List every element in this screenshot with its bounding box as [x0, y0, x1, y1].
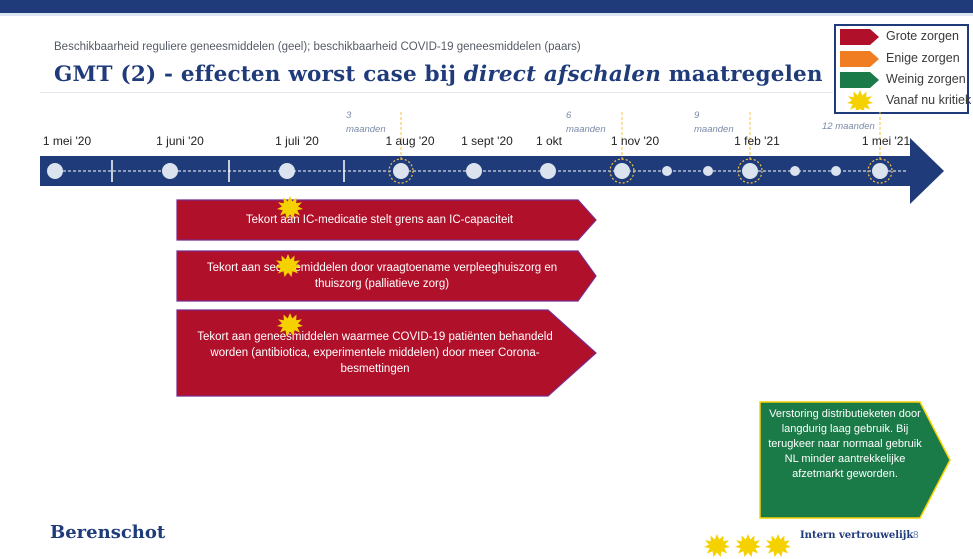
milestone-ring [737, 158, 763, 184]
date-label: 1 nov '20 [611, 134, 660, 148]
milestone-unit: maanden [694, 124, 734, 135]
timeline-node [872, 163, 888, 179]
milestone-number: 12 maanden [822, 121, 875, 132]
top-banner-shadow [0, 13, 973, 16]
top-banner [0, 0, 973, 13]
timeline-node-small [662, 166, 672, 176]
title-emphasis: direct afschalen [463, 62, 662, 87]
timeline-arrow-head [910, 138, 944, 204]
legend: Grote zorgen Enige zorgen Weinig zorgen … [834, 24, 972, 114]
timeline-node [466, 163, 482, 179]
page-number: 8 [913, 530, 919, 541]
star-burst-icon [277, 313, 303, 336]
timeline-node [162, 163, 178, 179]
concern-arrow-distributie [759, 401, 951, 519]
orange-arrow-icon [840, 51, 879, 67]
slide-title: GMT (2) - effecten worst case bij direct… [54, 62, 823, 87]
date-label: 1 okt [536, 134, 563, 148]
milestone-number: 9 [694, 110, 700, 121]
date-label: 1 mei '20 [43, 134, 92, 148]
concern-arrow-ic-medicatie [176, 199, 597, 241]
timeline-node-small [703, 166, 713, 176]
timeline-node [393, 163, 409, 179]
timeline-node-small [790, 166, 800, 176]
star-burst-icon [735, 534, 761, 557]
date-label: 1 juli '20 [275, 134, 319, 148]
timeline-node [47, 163, 63, 179]
berenschot-logo: Berenschot [50, 522, 166, 543]
date-label: 1 juni '20 [156, 134, 204, 148]
milestone-number: 3 [346, 110, 352, 121]
milestone-ring [388, 158, 414, 184]
divider [40, 92, 833, 93]
star-burst-icon [765, 534, 791, 557]
concern-text: Verstoring distributieketen door langdur… [768, 408, 922, 480]
star-burst-icon [704, 534, 730, 557]
legend-item-vanaf-nu-kritiek: Vanaf nu kritiek [840, 90, 972, 110]
timeline-node [614, 163, 630, 179]
star-burst-icon [847, 90, 873, 110]
timeline-node-small [831, 166, 841, 176]
concern-text: Tekort aan sedatiemiddelen door vraagtoe… [206, 262, 558, 290]
confidentiality-label: Intern vertrouwelijk [800, 530, 914, 541]
title-part-1: GMT (2) - effecten worst case bij [54, 62, 464, 87]
legend-label: Enige zorgen [886, 51, 960, 65]
title-part-2: maatregelen [661, 62, 823, 87]
timeline-node [742, 163, 758, 179]
milestone-unit: maanden [566, 124, 606, 135]
legend-item-weinig-zorgen: Weinig zorgen [840, 71, 970, 89]
date-label: 1 sept '20 [461, 134, 513, 148]
date-label: 1 aug '20 [385, 134, 434, 148]
milestone-number: 6 [566, 110, 572, 121]
legend-label: Weinig zorgen [886, 72, 966, 86]
star-burst-icon [277, 196, 303, 219]
legend-item-enige-zorgen: Enige zorgen [840, 50, 970, 68]
legend-item-grote-zorgen: Grote zorgen [840, 28, 970, 46]
milestone-ring [609, 158, 635, 184]
timeline: 1 mei '20 1 juni '20 1 juli '20 1 aug '2… [40, 110, 944, 204]
star-burst-icon [275, 254, 301, 277]
milestone-ring [867, 158, 893, 184]
date-label: 1 mei '21 [862, 134, 911, 148]
concern-text: Tekort aan IC-medicatie stelt grens aan … [245, 214, 514, 226]
red-arrow-icon [840, 29, 879, 45]
legend-label: Grote zorgen [886, 29, 959, 43]
milestone-unit: maanden [346, 124, 386, 135]
date-label: 1 feb '21 [734, 134, 780, 148]
green-arrow-icon [840, 72, 879, 88]
timeline-node [279, 163, 295, 179]
slide-subtitle: Beschikbaarheid reguliere geneesmiddelen… [54, 41, 581, 53]
legend-label: Vanaf nu kritiek [886, 93, 972, 107]
concern-text: Tekort aan geneesmiddelen waarmee COVID-… [197, 331, 553, 375]
timeline-node [540, 163, 556, 179]
